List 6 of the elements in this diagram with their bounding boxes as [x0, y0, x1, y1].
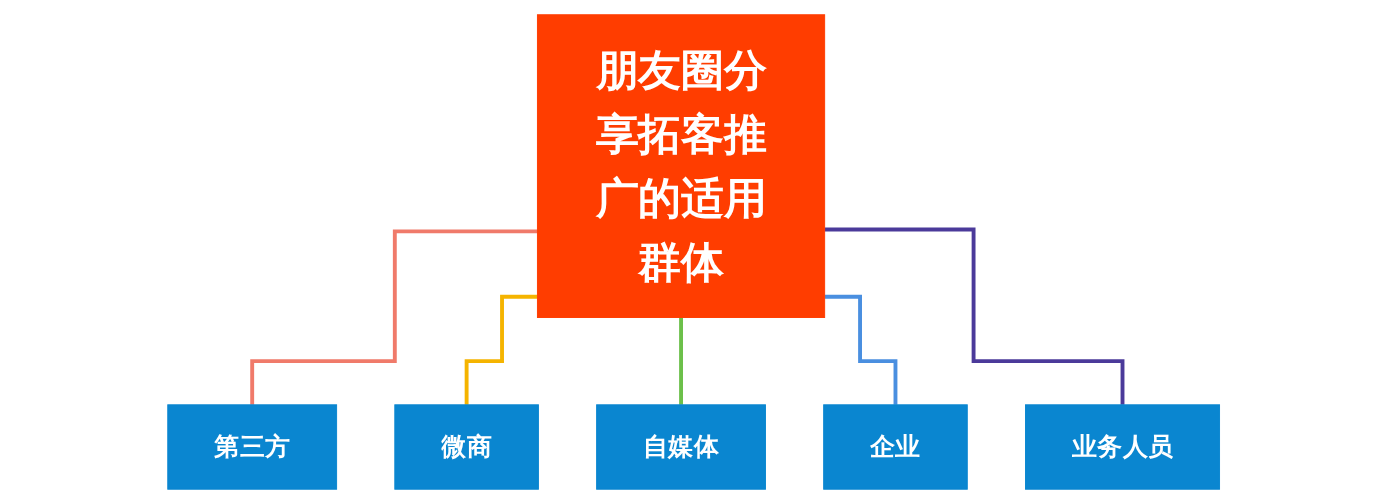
node-box: 第三方 [167, 404, 338, 490]
node-box: 朋友圈分享拓客推广的适用群体 [537, 14, 826, 318]
node-box: 企业 [823, 404, 969, 490]
node-box: 业务人员 [1025, 404, 1221, 490]
node-box: 自媒体 [596, 404, 767, 490]
node-box: 微商 [394, 404, 540, 490]
